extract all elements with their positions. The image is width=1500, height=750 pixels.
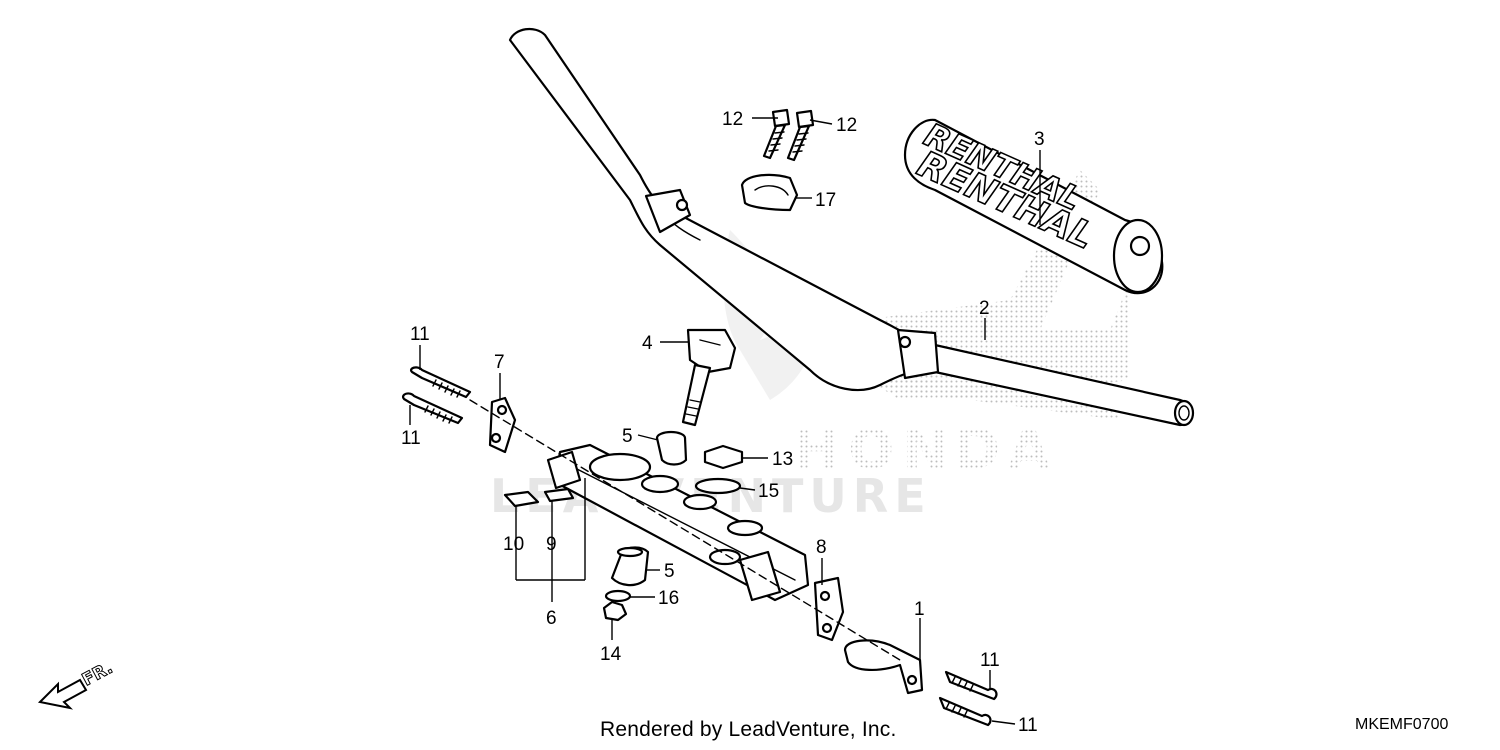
callout-labels: 3 2 4 5 13 15 8 5 16 14 1 11 11 7 11 11 … — [401, 109, 1045, 736]
upper-clamp — [740, 173, 799, 212]
nut-13 — [703, 444, 744, 470]
bracket-7 — [488, 396, 517, 454]
handlebar-holder — [681, 328, 737, 427]
callout-7: 7 — [494, 352, 505, 373]
callout-11-bottom-left: 11 — [401, 428, 421, 449]
shim-10 — [503, 490, 540, 508]
bolts-11-right — [938, 670, 998, 727]
callout-11-bottom-right: 11 — [1018, 715, 1038, 736]
callout-17: 17 — [815, 190, 836, 211]
handlebar-clamp-bolts — [762, 108, 815, 162]
callout-11-top-left: 11 — [410, 324, 430, 345]
shim-9 — [543, 487, 575, 503]
rubber-bushing-upper — [655, 430, 688, 466]
callout-4: 4 — [642, 333, 653, 354]
callout-5-lower: 5 — [664, 561, 675, 582]
callout-6: 6 — [546, 608, 557, 629]
washer-15 — [694, 477, 742, 495]
callout-16: 16 — [658, 588, 679, 609]
render-credit: Rendered by LeadVenture, Inc. — [600, 718, 897, 741]
callout-11-top-right: 11 — [980, 650, 1000, 671]
washer-16 — [604, 589, 632, 603]
callout-15: 15 — [758, 481, 779, 502]
bracket-8 — [813, 576, 845, 642]
callout-3: 3 — [1034, 129, 1045, 150]
callout-5-upper: 5 — [622, 426, 633, 447]
callout-9: 9 — [546, 534, 557, 555]
callout-14: 14 — [600, 644, 622, 665]
bolts-11-left — [402, 366, 472, 425]
rubber-bushing-lower — [610, 546, 650, 587]
callout-8: 8 — [816, 537, 827, 558]
callout-10: 10 — [503, 534, 524, 555]
callout-12-right: 12 — [836, 115, 857, 136]
nut-14 — [602, 600, 628, 622]
callout-1: 1 — [914, 599, 925, 620]
bracket-1 — [843, 639, 924, 695]
callout-2: 2 — [979, 298, 990, 319]
handlebar — [508, 27, 1195, 427]
callout-13: 13 — [772, 449, 793, 470]
diagram-code: MKEMF0700 — [1355, 716, 1449, 733]
callout-12-left: 12 — [722, 109, 743, 130]
leader-lines — [409, 117, 1041, 725]
front-direction-arrow: FR. — [37, 657, 117, 710]
honda-watermark-text: HONDA — [795, 418, 1058, 481]
front-direction-label: FR. — [79, 658, 116, 690]
